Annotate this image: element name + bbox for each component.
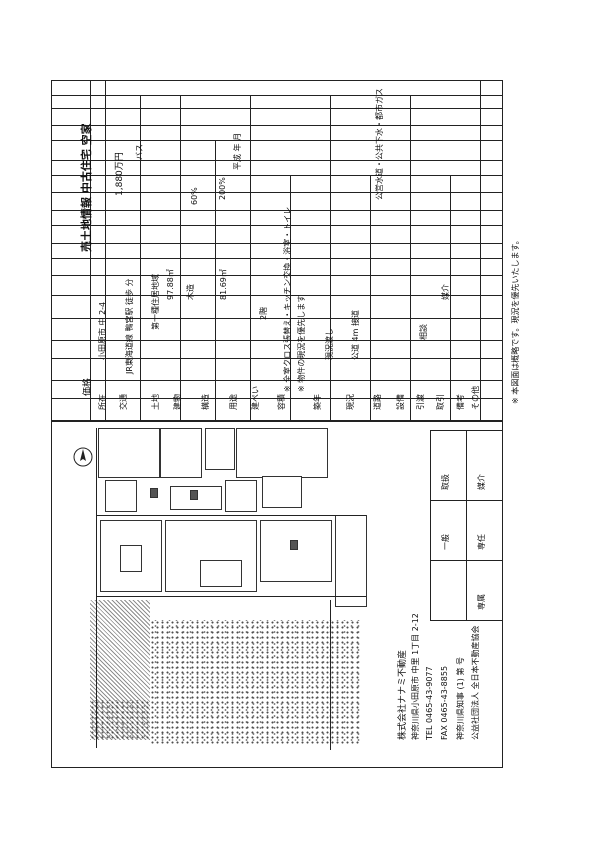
zoning-value: 第一種住居地域: [151, 274, 160, 330]
far-value: 200%: [218, 177, 227, 200]
license: 神奈川県知事 (1) 第 号: [456, 657, 465, 740]
structure-value: 木造: [186, 284, 195, 300]
traffic-value: JR東海道線 鴨宮駅 徒歩 分: [125, 278, 134, 374]
outer-border-bottom: [51, 767, 503, 768]
north-arrow-icon: [73, 447, 93, 467]
stamp-label-exclusive-sole: 専属: [477, 594, 486, 610]
outer-border-left: [51, 80, 52, 768]
row-label-remarks: 備考: [456, 394, 465, 410]
row-label-structure: 構造: [201, 394, 210, 410]
footer-note: ※ 本図面は概略です。現況を優先いたします。: [511, 236, 520, 404]
notes2-value: ※ 物件の現況を優先します: [297, 294, 306, 392]
bus-value: バス: [135, 144, 144, 160]
row-label-building: 建物: [173, 394, 182, 410]
coverage-value: 60%: [190, 187, 199, 205]
price-value: 1,880万円: [115, 152, 125, 196]
utilities-value: 公営水道・公共下水・都市ガス: [375, 88, 384, 200]
company-tel: TEL 0465-43-9077: [425, 666, 434, 740]
row-label-use: 用途: [229, 394, 238, 410]
condition-value: 現況渡し: [325, 328, 334, 360]
row-label-coverage: 建ぺい: [251, 386, 260, 410]
row-label-far: 容積: [277, 394, 286, 410]
row-label-land: 土地: [151, 394, 160, 410]
section-divider: [51, 420, 503, 422]
stamp-label-exclusive: 専任: [477, 534, 486, 550]
floor-value: 2階: [259, 306, 268, 320]
company-addr: 神奈川県小田原市 中里 1丁目 2-12: [411, 613, 420, 740]
row-label-location: 所在: [98, 394, 107, 410]
outer-border-top: [51, 80, 503, 81]
building-area-value: 97.88㎡: [166, 269, 175, 300]
row-label-other: その他: [471, 386, 480, 410]
road-value: 公道 4m 接道: [351, 310, 360, 360]
built-value: 平成 年 月: [233, 132, 242, 170]
company-name: 株式会社ナナミ不動産: [398, 649, 408, 740]
notes-value: ※ 全室クロス張替え・キッチン交換・浴室・トイレ: [283, 206, 292, 392]
price-label: 価格: [83, 377, 93, 396]
row-label-status: 現況: [346, 394, 355, 410]
location-value: 小田原市 中 2-4: [98, 301, 107, 360]
row-label-built: 築年: [313, 394, 322, 410]
doc-title: 売土地情報 中古住宅 空家: [80, 123, 93, 252]
outer-border-right: [502, 80, 503, 768]
row-label-road: 道路: [373, 394, 382, 410]
row-label-delivery: 引渡: [416, 394, 425, 410]
delivery-value: 相談: [419, 324, 428, 340]
row-label-traffic: 交通: [119, 394, 128, 410]
row-label-utilities: 設備: [396, 394, 405, 410]
stamp-label-brokerage: 媒介: [477, 474, 486, 490]
row-label-transaction: 取引: [436, 394, 445, 410]
land-area-value: 81.69㎡: [219, 269, 228, 300]
company-fax: FAX 0465-43-8855: [440, 665, 449, 740]
association: 公益社団法人 全日本不動産協会: [471, 625, 480, 740]
stamp-label-handling: 取扱: [441, 474, 450, 490]
stamp-label-general: 一般: [441, 534, 450, 550]
transaction-value: 媒介: [441, 284, 450, 300]
